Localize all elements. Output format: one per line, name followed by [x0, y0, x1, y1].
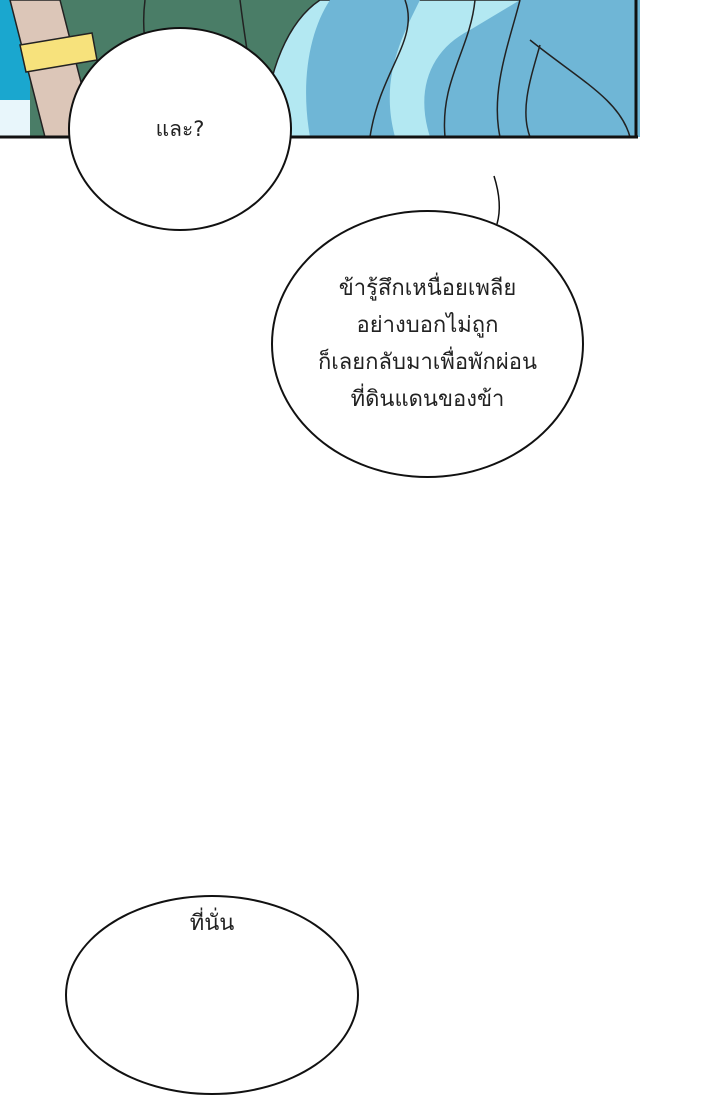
bubble-text: และ? — [155, 116, 205, 141]
speech-bubble-1: และ? — [68, 27, 292, 231]
speech-bubble-2: ข้ารู้สึกเหนื่อยเพลีย อย่างบอกไม่ถูก ก็เ… — [271, 210, 584, 478]
bubble-text-line: ข้ารู้สึกเหนื่อยเพลีย — [338, 276, 517, 301]
speech-bubble-3: ที่นั่น — [65, 895, 359, 1095]
bubble-text: ที่นั่น — [189, 911, 235, 936]
bubble-text-line: ก็เลยกลับมาเพื่อพักผ่อน — [317, 350, 538, 375]
bubble-text-line: อย่างบอกไม่ถูก — [356, 313, 499, 338]
bubble-text-line: ที่ดินแดนของข้า — [350, 387, 505, 412]
bubble-tail — [493, 175, 501, 225]
